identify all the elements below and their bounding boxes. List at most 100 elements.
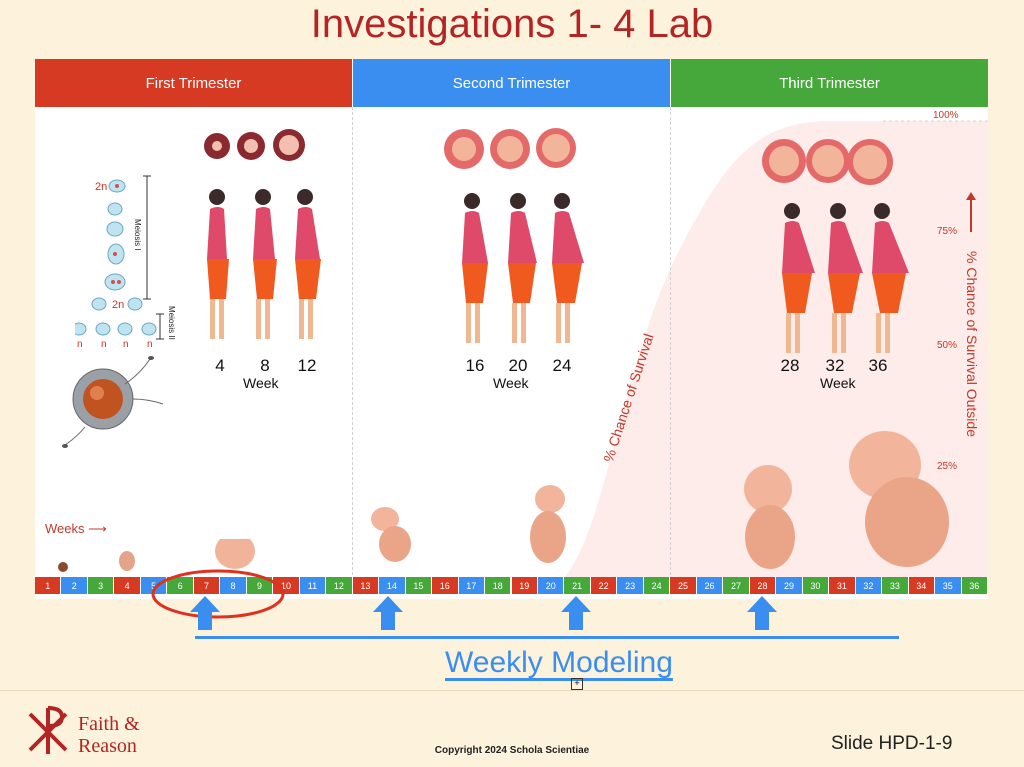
week-cell-25: 25 [670,577,697,594]
week-cell-6: 6 [167,577,194,594]
early-embryo-illustrations [58,539,255,572]
week-number: 32 [825,356,845,375]
gamete-label: n [147,339,153,350]
week-cell-9: 9 [246,577,274,594]
trimester-label: Third Trimester [779,74,880,92]
week-number: 8 [260,356,270,375]
trimester-header-third: Third Trimester [671,59,988,107]
week-number: 20 [508,356,528,375]
week-cell-34: 34 [908,577,936,594]
egg-fertilization-illustration [62,356,164,448]
fetus-illustration [849,431,949,567]
week-cell-29: 29 [776,577,803,594]
gamete-label: n [77,339,83,350]
modeling-arrows [190,596,777,630]
arrow-up-icon [561,596,591,630]
week-cell-7: 7 [193,577,221,594]
meiosis-2n-mid: 2n [112,299,125,311]
logo-text: Faith & Reason [78,713,140,757]
meiosis-2n-top: 2n [95,181,108,193]
week-cell-8: 8 [220,577,247,594]
week-cell-26: 26 [696,577,724,594]
meiosis-1-label: Meiosis I [133,219,142,251]
week-cell-28: 28 [749,577,777,594]
arrow-up-icon [747,596,777,630]
arrow-right-icon: ⟶ [88,521,107,536]
meiosis-2-label: Meiosis II [167,306,176,340]
trimester-label: Second Trimester [452,74,571,92]
week-number: 36 [868,356,888,375]
week-number: 12 [297,356,317,375]
pregnancy-timeline-panel: First Trimester Second Trimester Third T… [35,59,988,619]
pregnant-women-third [782,203,909,353]
weekly-modeling-line [195,636,899,639]
week-cell-14: 14 [379,577,406,594]
week-cell-12: 12 [326,577,353,594]
pregnant-women-first [207,189,321,339]
percent-tick: 100% [933,110,959,121]
week-cell-19: 19 [511,577,538,594]
week-number: 28 [780,356,800,375]
meiosis-diagram [75,175,164,340]
percent-tick: 50% [937,340,958,351]
percent-tick: 25% [937,461,958,472]
trimester-divider [352,107,353,585]
week-cell-30: 30 [802,577,830,594]
womb-icons-second [444,128,576,169]
fetus-illustration [744,465,795,569]
arrow-up-icon [966,192,976,232]
week-cell-17: 17 [458,577,486,594]
logo-line: Faith & [78,713,140,735]
week-cell-21: 21 [564,577,591,594]
week-cell-3: 3 [87,577,115,594]
week-cell-32: 32 [855,577,883,594]
week-label: Week [243,375,279,391]
week-cell-1: 1 [35,577,62,594]
week-cell-13: 13 [352,577,380,594]
pregnant-women-second [462,193,584,343]
week-cell-35: 35 [935,577,962,594]
gamete-label: n [101,339,107,350]
week-cell-36: 36 [961,577,988,594]
womb-icons-third [762,139,893,185]
week-number: 16 [465,356,485,375]
week-label: Week [820,375,856,391]
slide-id: Slide HPD-1-9 [831,733,953,754]
gamete-label: n [123,339,129,350]
week-cell-11: 11 [299,577,327,594]
week-label: Week [493,375,529,391]
trimester-header-second: Second Trimester [353,59,670,107]
survival-outside-label: % Chance of Survival Outside [964,251,980,437]
week-cell-20: 20 [537,577,565,594]
week-cell-18: 18 [485,577,512,594]
weeks-label: Weeks [45,521,85,536]
womb-icons-first [204,129,305,161]
week-cell-15: 15 [405,577,433,594]
fetus-illustration [530,485,566,563]
chi-rho-logo-icon [28,706,68,754]
week-cell-33: 33 [882,577,909,594]
week-cell-22: 22 [590,577,618,594]
highlight-circle [151,569,285,619]
trimester-label: First Trimester [145,74,242,92]
arrow-up-icon [373,596,403,630]
trimester-header-first: First Trimester [35,59,352,107]
weekly-modeling-label: Weekly Modeling [445,646,673,679]
logo-line: Reason [78,735,137,757]
footer-divider [0,690,1024,691]
copyright-text: Copyright 2024 Schola Scientiae [434,745,590,756]
week-number: 24 [552,356,572,375]
week-cell-2: 2 [61,577,88,594]
week-cell-27: 27 [723,577,750,594]
week-cell-23: 23 [617,577,644,594]
page-title: Investigations 1- 4 Lab [310,2,714,46]
trimester-divider [670,107,671,585]
percent-tick: 75% [937,226,958,237]
plus-box-icon[interactable]: + [571,678,583,690]
fetus-illustration [371,507,411,562]
week-cell-16: 16 [432,577,459,594]
arrow-up-icon [190,596,220,630]
week-cell-4: 4 [114,577,141,594]
week-number: 4 [215,356,225,375]
weeks-arrow-label: Weeks ⟶ [45,521,107,537]
